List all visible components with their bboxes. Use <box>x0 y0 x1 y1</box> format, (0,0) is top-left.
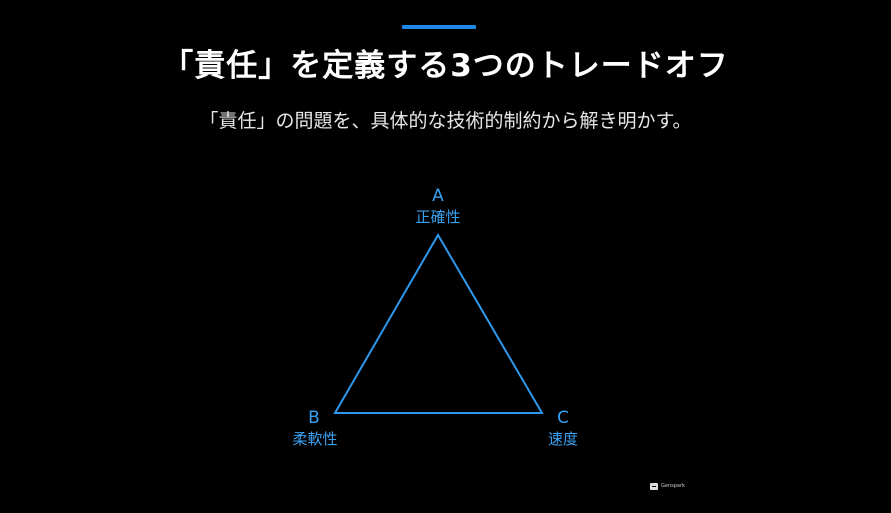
vertex-b-letter: B <box>308 408 320 428</box>
vertex-c-label: 速度 <box>548 430 578 448</box>
slide-subtitle: 「責任」の問題を、具体的な技術的制約から解き明かす。 <box>199 110 692 132</box>
vertex-a-label: 正確性 <box>415 208 460 226</box>
genspark-logo-text: Genspark <box>661 483 685 489</box>
vertex-c-letter: C <box>557 408 569 428</box>
genspark-watermark: Genspark <box>650 481 685 491</box>
tradeoff-triangle <box>333 233 544 414</box>
genspark-logo-icon <box>650 482 658 490</box>
title-accent-bar <box>402 25 476 29</box>
vertex-a-letter: A <box>432 186 444 206</box>
slide-title: 「責任」を定義する3つのトレードオフ <box>162 48 729 84</box>
vertex-b-label: 柔軟性 <box>292 430 337 448</box>
